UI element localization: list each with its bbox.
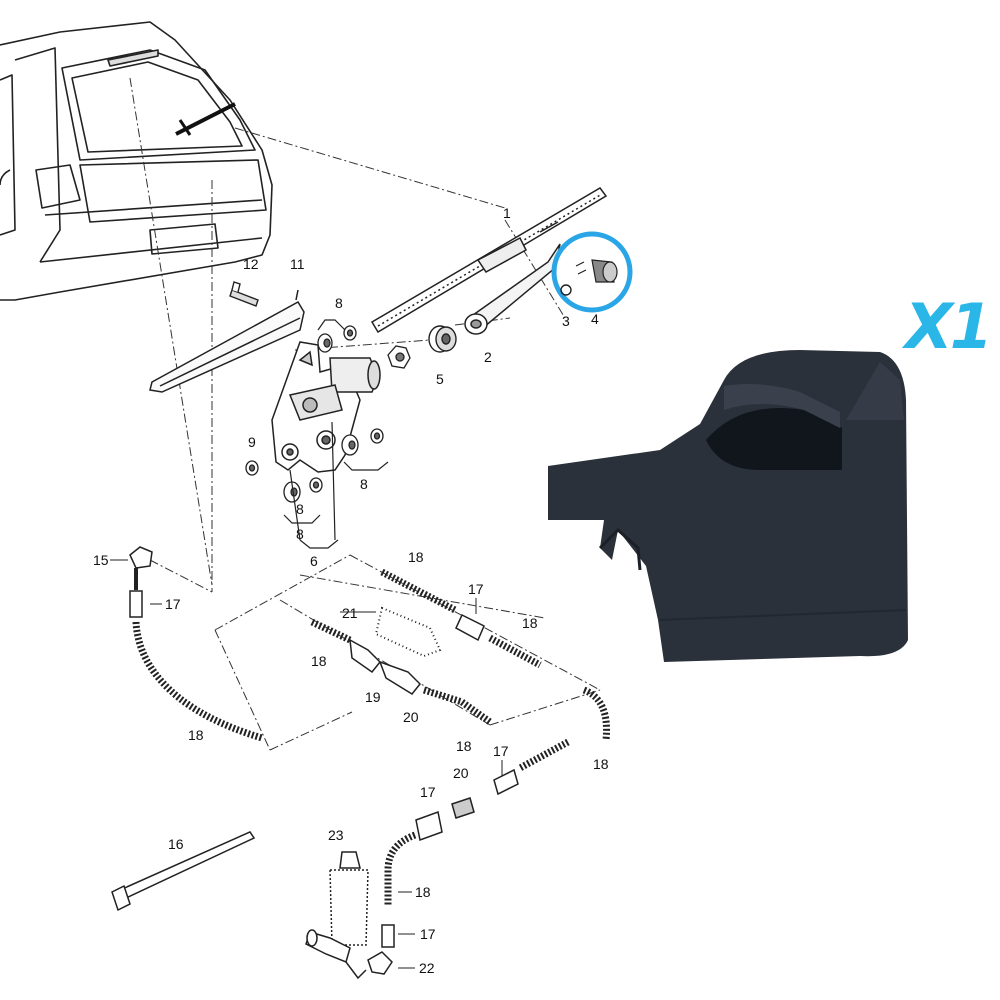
trim-strip	[149, 289, 305, 393]
group-brackets	[283, 319, 389, 549]
callout-5: 5	[436, 371, 444, 387]
callout-12: 12	[243, 256, 259, 272]
callout-18c: 18	[311, 653, 327, 669]
callout-23: 23	[328, 827, 344, 843]
callout-18f: 18	[593, 756, 609, 772]
right-hose-set	[367, 686, 611, 975]
left-washer-hose	[129, 546, 264, 742]
grommet-set	[245, 325, 384, 503]
callout-11: 11	[290, 256, 305, 272]
car-wiper-arm	[175, 102, 236, 136]
callout-18a: 18	[408, 549, 424, 565]
callout-19: 19	[365, 689, 381, 705]
callout-18d: 18	[188, 727, 204, 743]
callout-17b: 17	[468, 581, 484, 597]
callout-8b: 8	[360, 476, 368, 492]
car-rear-illustration	[0, 21, 273, 301]
mounting-nut	[428, 325, 457, 353]
washer	[387, 345, 411, 369]
callout-labels: 1 2 3 4 5 6 8 8 8 8 9 11 12 15 16 17 17 …	[93, 205, 609, 976]
callout-8d: 8	[296, 501, 304, 517]
callout-18b: 18	[522, 615, 538, 631]
callout-8c: 8	[296, 526, 304, 542]
callout-17e: 17	[420, 926, 436, 942]
callout-2: 2	[484, 349, 492, 365]
clip-screw	[229, 281, 259, 307]
callout-22: 22	[419, 960, 435, 976]
callout-17d: 17	[420, 784, 436, 800]
wiper-motor	[271, 341, 381, 473]
wiper-cap-callout	[551, 231, 633, 313]
callout-21: 21	[342, 605, 358, 621]
callout-16: 16	[168, 836, 184, 852]
callout-15: 15	[93, 552, 109, 568]
callout-18e: 18	[456, 738, 472, 754]
wiper-arm-cap-photo	[548, 350, 908, 662]
wiper-blade	[370, 187, 608, 334]
callout-17c: 17	[493, 743, 509, 759]
callout-18g: 18	[415, 884, 431, 900]
callout-6: 6	[310, 553, 318, 569]
centre-hose-set	[310, 568, 542, 725]
quantity-badge: X1	[905, 290, 993, 363]
callout-20a: 20	[403, 709, 419, 725]
callout-9: 9	[248, 434, 256, 450]
callout-ticks	[110, 559, 503, 969]
callout-8a: 8	[335, 295, 343, 311]
callout-17a: 17	[165, 596, 181, 612]
callout-3: 3	[562, 313, 570, 329]
callout-1: 1	[503, 205, 511, 221]
callout-20b: 20	[453, 765, 469, 781]
callout-4: 4	[591, 311, 599, 327]
cable-tie	[111, 831, 256, 912]
washer-pump	[305, 851, 369, 980]
